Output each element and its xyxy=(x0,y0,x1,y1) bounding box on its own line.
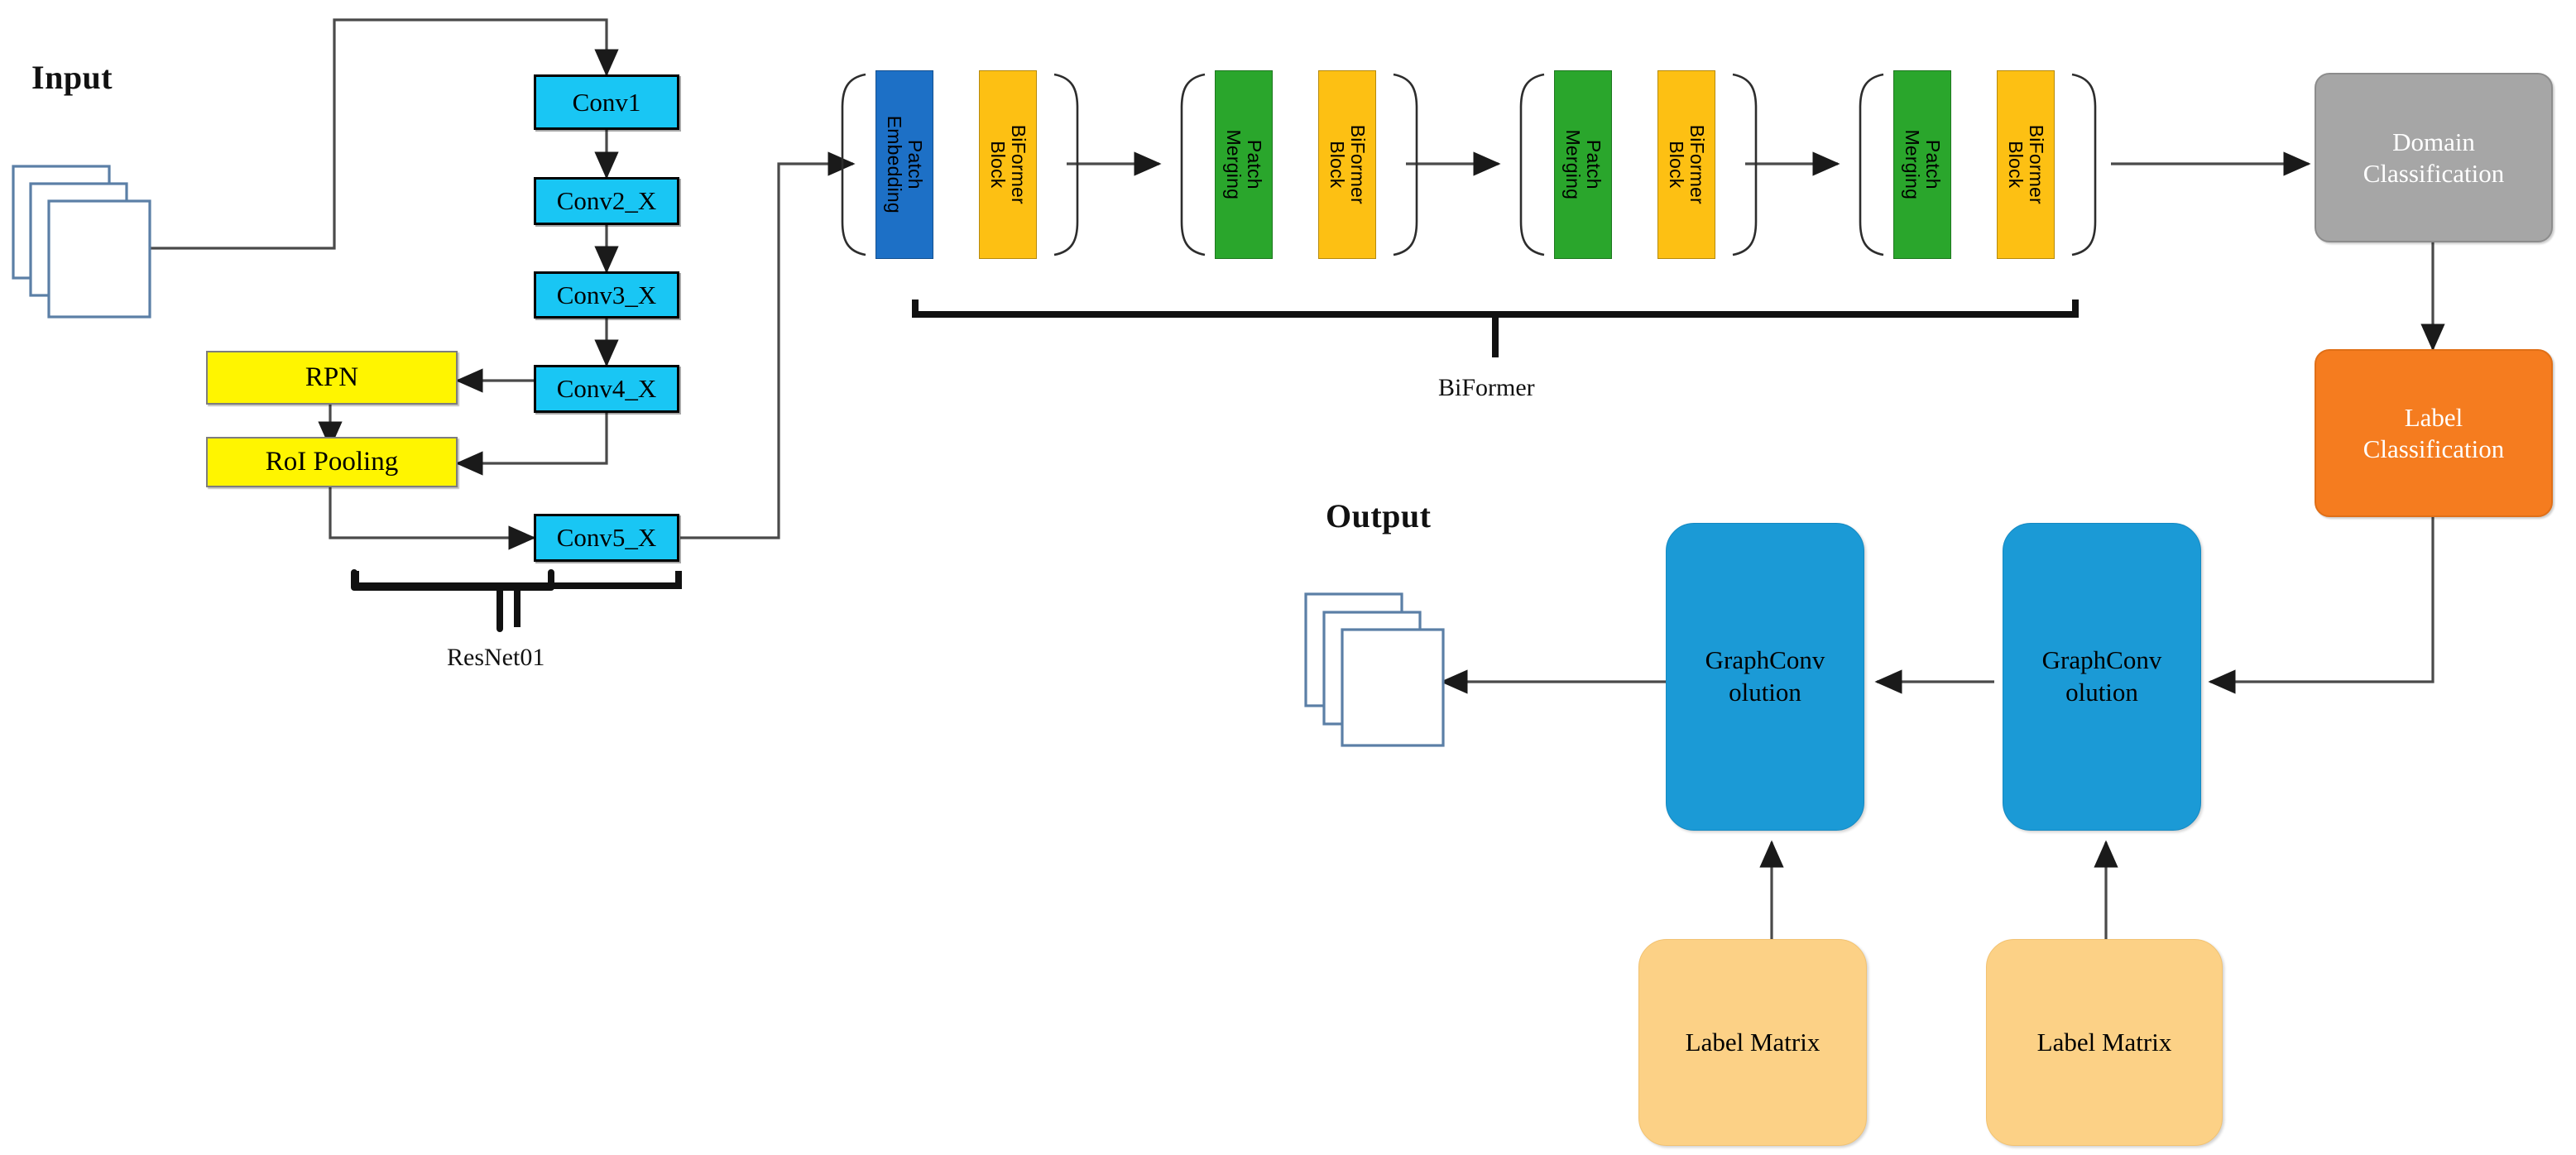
conv-block-conv4[interactable]: Conv4_X xyxy=(534,365,679,413)
page-title-input: Input xyxy=(31,59,113,96)
output-image-stack xyxy=(1304,592,1445,747)
label-matrix-box-left[interactable]: Label Matrix xyxy=(1638,939,1867,1146)
roi-pooling-box[interactable]: RoI Pooling xyxy=(206,437,458,487)
biformer-stage-brackets xyxy=(841,73,2097,256)
resnet-brace-shape xyxy=(353,571,682,627)
page-title-output: Output xyxy=(1326,497,1432,534)
label-classification-label-line2: Classification xyxy=(2363,434,2505,463)
resnet-brace xyxy=(351,569,554,632)
conv-block-conv2[interactable]: Conv2_X xyxy=(534,177,679,225)
conv-block-conv5[interactable]: Conv5_X xyxy=(534,514,679,562)
rpn-box[interactable]: RPN xyxy=(206,351,458,405)
domain-classification-label-line2: Classification xyxy=(2363,158,2505,188)
graph-convolution-left-line2: olution xyxy=(1729,678,1801,707)
graph-convolution-left-line1: GraphConv xyxy=(1705,645,1825,675)
graph-convolution-box-left[interactable]: GraphConv olution xyxy=(1666,523,1864,831)
graph-convolution-right-line2: olution xyxy=(2065,678,2138,707)
biformer-brace xyxy=(912,300,2079,357)
label-classification-label-line1: Label xyxy=(2404,402,2463,432)
conv-block-conv3[interactable]: Conv3_X xyxy=(534,271,679,319)
domain-classification-label-line1: Domain xyxy=(2392,127,2475,156)
graph-convolution-right-line1: GraphConv xyxy=(2041,645,2162,675)
graph-convolution-box-right[interactable]: GraphConv olution xyxy=(2003,523,2201,831)
label-matrix-box-right[interactable]: Label Matrix xyxy=(1986,939,2223,1146)
resnet-caption: ResNet01 xyxy=(447,644,545,671)
label-classification-box[interactable]: Label Classification xyxy=(2315,349,2553,517)
input-image-stack xyxy=(12,165,151,319)
biformer-caption: BiFormer xyxy=(1438,374,1535,401)
conv-block-conv1[interactable]: Conv1 xyxy=(534,74,679,130)
domain-classification-box[interactable]: Domain Classification xyxy=(2315,73,2553,242)
